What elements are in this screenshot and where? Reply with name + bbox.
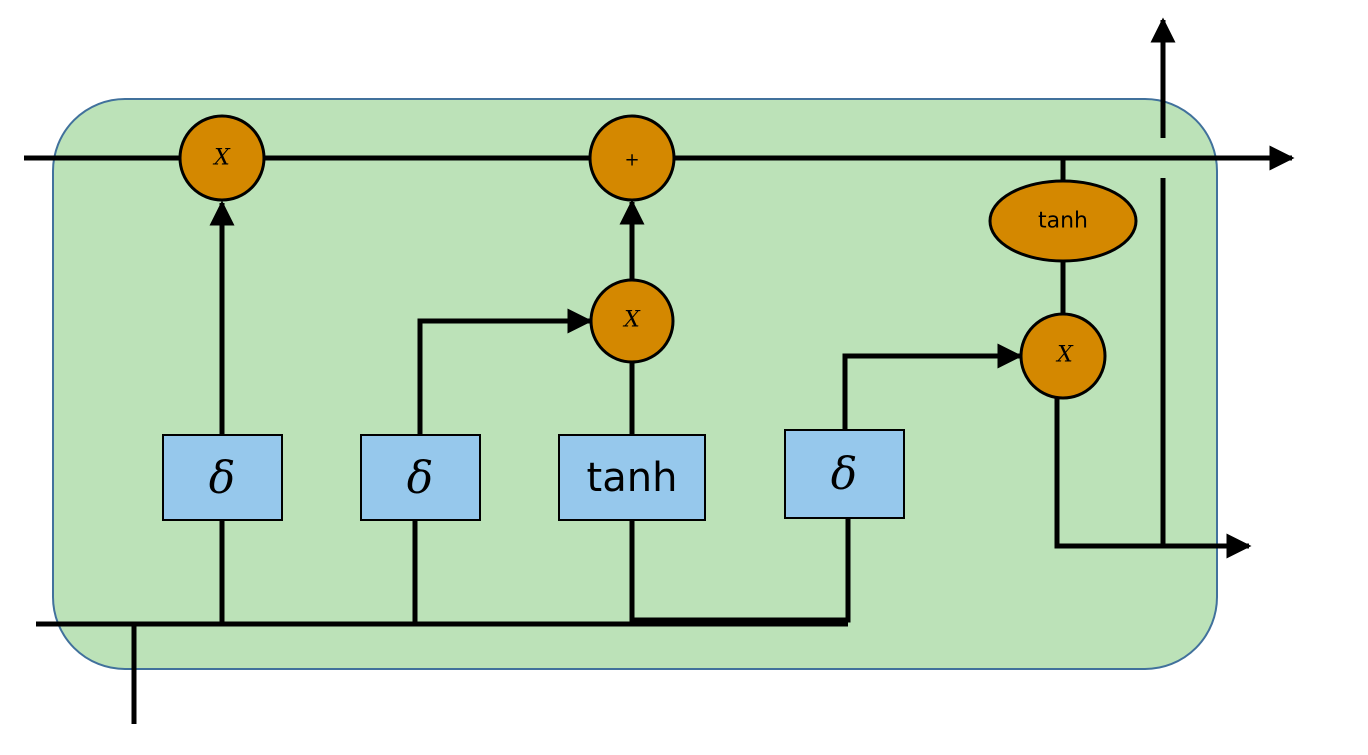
forget-gate-box xyxy=(162,434,283,521)
forget-gate-label: δ xyxy=(209,453,236,504)
output-tanh-label: tanh xyxy=(1038,209,1088,234)
input-gate-label: δ xyxy=(407,453,434,504)
input-multiply-label: X xyxy=(622,308,641,333)
output-multiply-label: X xyxy=(1055,343,1074,368)
cell-container xyxy=(52,98,1218,670)
forget-multiply-circle xyxy=(178,114,266,202)
forget-multiply-label: X xyxy=(212,146,231,171)
input-multiply-circle xyxy=(589,278,675,364)
hidden-output-arrow xyxy=(1054,396,1252,559)
candidate-gate-label: tanh xyxy=(587,455,678,501)
forget-gate: δ xyxy=(162,434,283,521)
output-multiply-op: X xyxy=(1019,312,1107,400)
output-multiply-circle xyxy=(1019,312,1107,400)
forget-multiply-op: X xyxy=(178,114,266,202)
output-gate-input-line xyxy=(632,518,851,623)
cell-add-label: + xyxy=(624,150,639,171)
output-tanh-op: tanh xyxy=(988,179,1138,263)
input-gate-box xyxy=(360,434,481,521)
input-multiply-op: X xyxy=(589,278,675,364)
candidate-gate: tanh xyxy=(558,434,706,521)
cell-add-op: + xyxy=(588,114,676,202)
candidate-gate-box xyxy=(558,434,706,521)
output-gate: δ xyxy=(784,429,905,519)
input-gate-arrow xyxy=(417,308,593,435)
output-gate-box xyxy=(784,429,905,519)
output-gate-arrow xyxy=(842,343,1023,430)
output-tanh-ellipse xyxy=(988,179,1138,263)
input-gate: δ xyxy=(360,434,481,521)
output-gate-label: δ xyxy=(831,449,858,500)
cell-add-circle xyxy=(588,114,676,202)
